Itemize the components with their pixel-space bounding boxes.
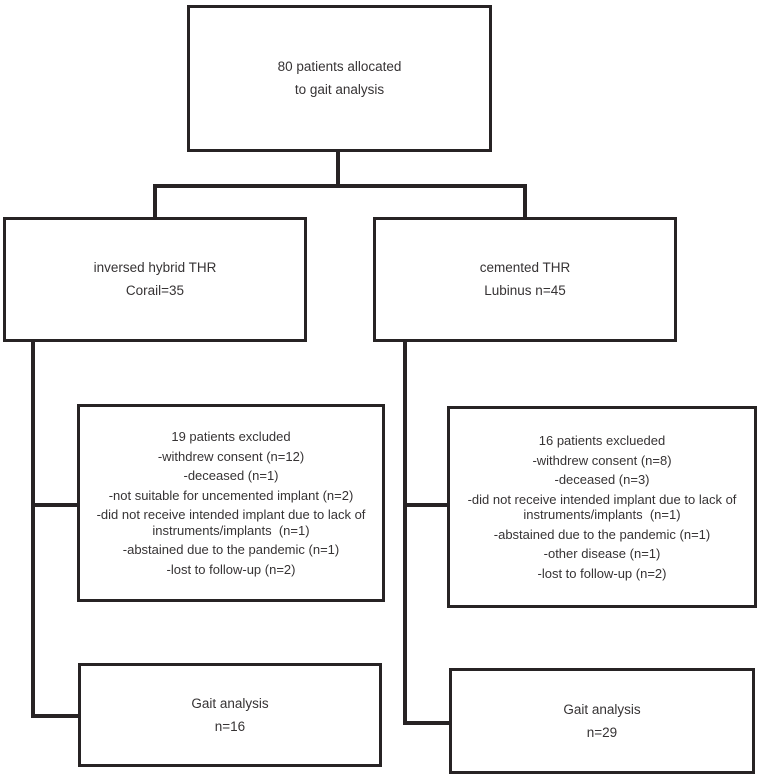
excluded-item: -deceased (n=1) — [183, 468, 279, 483]
gait-line-1: Gait analysis — [563, 701, 641, 717]
connector-allocation-down — [336, 152, 340, 188]
connector-left-excluded-branch — [31, 503, 77, 507]
excluded-item: -deceased (n=3) — [554, 472, 650, 487]
gait-line-1: Gait analysis — [191, 695, 269, 711]
allocation-line-1: 80 patients allocated — [277, 59, 402, 74]
connector-right-gait-branch — [403, 721, 449, 725]
cemented-gait-box: Gait analysis n=29 — [449, 668, 755, 774]
connector-right-arm-drop — [523, 184, 527, 217]
inversed-hybrid-arm-line-1: inversed hybrid THR — [93, 260, 217, 275]
excluded-item: -other disease (n=1) — [543, 546, 661, 561]
excluded-item: -withdrew consent (n=8) — [532, 452, 672, 468]
excluded-title: 16 patients exclueded — [538, 433, 666, 448]
connector-left-arm-drop — [153, 184, 157, 217]
cemented-arm-line-2: Lubinus n=45 — [484, 283, 566, 298]
gait-line-2: n=29 — [586, 724, 618, 740]
gait-line-2: n=16 — [214, 718, 246, 734]
connector-left-spine — [31, 342, 35, 718]
excluded-item: -did not receive intended implant due to… — [467, 491, 737, 523]
excluded-item: -lost to follow-up (n=2) — [537, 565, 667, 581]
connector-split-horizontal — [153, 184, 527, 188]
connector-left-gait-branch — [31, 714, 78, 718]
allocation-box: 80 patients allocated to gait analysis — [187, 5, 492, 152]
cemented-arm-box: cemented THR Lubinus n=45 — [373, 217, 677, 342]
excluded-item: -withdrew consent (n=12) — [157, 448, 305, 464]
excluded-item: -abstained due to the pandemic (n=1) — [122, 542, 340, 557]
allocation-line-2: to gait analysis — [294, 82, 385, 97]
inversed-hybrid-arm-box: inversed hybrid THR Corail=35 — [3, 217, 307, 342]
excluded-item: -not suitable for uncemented implant (n=… — [108, 487, 354, 503]
inversed-hybrid-arm-line-2: Corail=35 — [125, 283, 185, 298]
excluded-item: -abstained due to the pandemic (n=1) — [493, 526, 711, 542]
inversed-hybrid-excluded-box: 19 patients excluded -withdrew consent (… — [77, 404, 385, 602]
excluded-title: 19 patients excluded — [171, 429, 291, 444]
cemented-excluded-box: 16 patients exclueded -withdrew consent … — [447, 406, 757, 608]
connector-right-spine — [403, 342, 407, 725]
excluded-item: -lost to follow-up (n=2) — [166, 561, 296, 577]
connector-right-excluded-branch — [403, 503, 447, 507]
excluded-item: -did not receive intended implant due to… — [96, 507, 366, 538]
cemented-arm-line-1: cemented THR — [479, 260, 571, 275]
inversed-hybrid-gait-box: Gait analysis n=16 — [78, 663, 382, 767]
